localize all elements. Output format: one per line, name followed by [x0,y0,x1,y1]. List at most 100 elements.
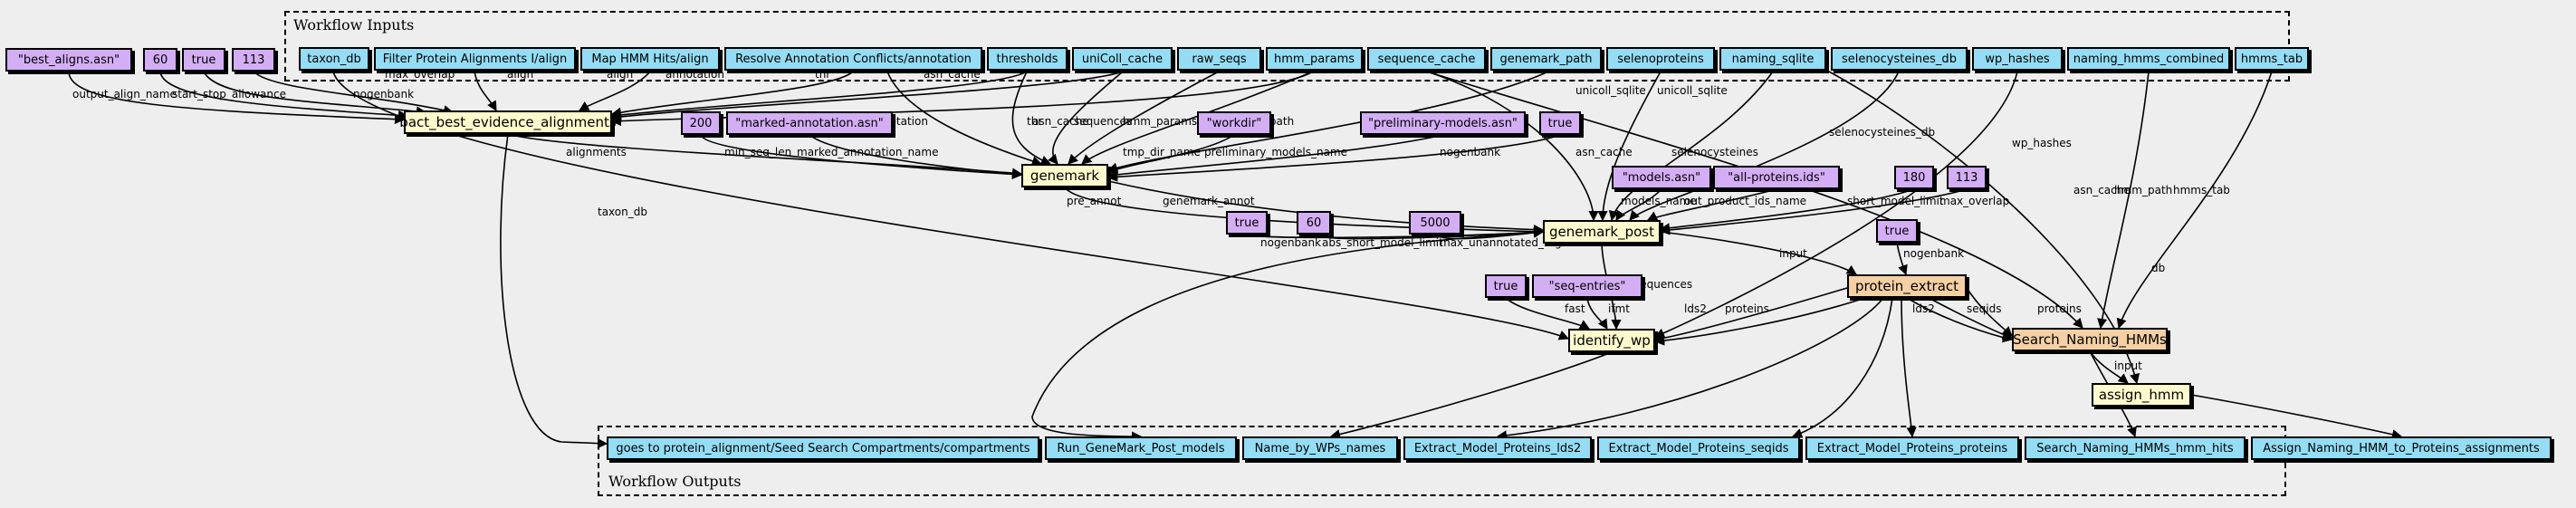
edge [1031,231,1544,442]
edge-label-max-overlap: max_overlap [1939,195,2009,207]
edge [68,71,406,125]
edge-label-out-product-ids-name: out_product_ids_name [1684,195,1806,207]
edge [1048,71,1124,165]
edge-label-hmm-path: hmm_path [2114,184,2172,196]
step-genemark[interactable]: genemark [1021,164,1108,187]
edge [1597,71,1661,222]
param-marked-annotation[interactable]: "marked-annotation.asn" [726,111,893,135]
edge-label-nogenbank: nogenbank [1903,247,1964,260]
param-true-a[interactable]: true [182,48,225,72]
edge-label-sequences: sequences [1074,115,1132,128]
param-models-asn[interactable]: "models.asn" [1612,166,1711,189]
edge-label-tmp-dir-name: tmp_dir_name [1123,146,1201,158]
edge [1011,71,1052,166]
param-true-e[interactable]: true [1485,274,1527,298]
input-selenocysteines-db[interactable]: selenocysteines_db [1831,47,1968,71]
input-thresholds[interactable]: thresholds [987,47,1068,71]
edge [1896,242,1908,276]
edge [1646,188,1777,221]
edge-label-selenocysteines: selenocysteines [1671,146,1758,158]
input-unicoll-cache[interactable]: uniColl_cache [1072,47,1173,71]
input-genemark-path[interactable]: genemark_path [1490,47,1602,71]
edge [2089,350,2129,384]
output-name-by-wps-names[interactable]: Name_by_WPs_names [1242,436,1398,460]
edge [700,134,1023,179]
step-protein-extract[interactable]: protein_extract [1847,274,1967,298]
input-hmm-params[interactable]: hmm_params [1266,47,1363,71]
step-search-naming-hmms[interactable]: Search_Naming_HMMs [2012,328,2168,351]
edge [1106,134,1561,182]
edge [809,134,1023,179]
edge [2097,71,2150,330]
input-naming-hmms-combined[interactable]: naming_hmms_combined [2067,47,2230,71]
step-bact-best-evidence-alignments[interactable]: bact_best_evidence_alignments [399,110,617,134]
edge [1426,71,1599,222]
edge [1660,231,1857,275]
edge [1615,188,1662,221]
param-seq-entries[interactable]: "seq-entries" [1532,274,1642,298]
edge-label-db: db [2151,262,2165,274]
output-run-genemark-post-models[interactable]: Run_GeneMark_Post_models [1045,436,1237,460]
input-resolve-annotation-conflicts[interactable]: Resolve Annotation Conflicts/annotation [724,47,982,71]
edge-label-taxon-db: taxon_db [598,206,647,218]
edge-label-short-model-limit: short_model_limit [1847,195,1944,207]
step-genemark-post[interactable]: genemark_post [1543,220,1661,244]
param-best-aligns[interactable]: "best_aligns.asn" [5,48,132,72]
edge [159,71,409,120]
output-extract-model-proteins-proteins[interactable]: Extract_Model_Proteins_proteins [1805,436,2019,460]
param-true-c[interactable]: true [1226,211,1268,235]
param-60-b[interactable]: 60 [1297,211,1331,235]
edge [1106,134,1235,174]
edge [1659,188,1968,235]
edge [1106,134,1444,180]
param-5000[interactable]: 5000 [1409,211,1461,235]
edge-label-hmms-tab: hmms_tab [2173,184,2230,196]
edge [610,71,1028,120]
output-extract-model-proteins-seqids[interactable]: Extract_Model_Proteins_seqids [1597,436,1800,460]
param-113-b[interactable]: 113 [1947,166,1987,189]
edge-label-nogenbank: nogenbank [1440,146,1500,158]
param-all-proteins-ids[interactable]: "all-proteins.ids" [1713,166,1840,189]
param-preliminary-models[interactable]: "preliminary-models.asn" [1360,111,1526,135]
edge-label-align: align [507,68,533,81]
edge-label-abs-short-model-limit: abs_short_model_limit [1322,236,1443,249]
input-sequence-cache[interactable]: sequence_cache [1367,47,1486,71]
edge [1505,297,1590,330]
step-assign-hmm[interactable]: assign_hmm [2092,383,2191,407]
edge-label-proteins: proteins [2037,302,2082,315]
edge-label-sequences: sequences [1634,278,1692,291]
step-identify-wp[interactable]: identify_wp [1568,329,1655,352]
edge-label-max-overlap: max_overlap [385,68,455,81]
edge [610,71,1124,122]
param-113-a[interactable]: 113 [232,48,275,72]
edge-label-selenocysteines-db: selenocysteines_db [1829,126,1935,139]
input-filter-protein-alignments-align[interactable]: Filter Protein Alignments I/align [374,47,576,71]
output-assign-naming-hmm-assignments[interactable]: Assign_Naming_HMM_to_Proteins_assignment… [2251,436,2552,460]
input-taxon-db[interactable]: taxon_db [299,47,369,71]
param-180[interactable]: 180 [1894,166,1934,189]
input-raw-seqs[interactable]: raw_seqs [1177,47,1261,71]
input-wp-hashes[interactable]: wp_hashes [1972,47,2063,71]
edge-label-fast: fast [1565,302,1585,315]
param-200[interactable]: 200 [681,111,721,135]
edge [500,133,608,449]
input-hmms-tab[interactable]: hmms_tab [2235,47,2309,71]
edge-label-min-seq-len: min_seq_len [724,146,791,158]
edge [1659,188,1915,234]
output-extract-model-proteins-lds2[interactable]: Extract_Model_Proteins_lds2 [1403,436,1592,460]
input-naming-sqlite[interactable]: naming_sqlite [1719,47,1826,71]
edge-label-hmm-params: hmm_params [1123,115,1197,128]
edge [1106,71,1549,173]
input-selenoproteins[interactable]: selenoproteins [1606,47,1715,71]
param-60-a[interactable]: 60 [143,48,177,72]
workflow-inputs-label: Workflow Inputs [293,16,415,34]
param-workdir[interactable]: "workdir" [1197,111,1271,135]
param-true-d[interactable]: true [1876,219,1918,243]
output-search-naming-hmms-hmm-hits[interactable]: Search_Naming_HMMs_hmm_hits [2025,436,2246,460]
output-seed-search-compartments[interactable]: goes to protein_alignment/Seed Search Co… [607,436,1039,460]
edge [1966,287,2013,337]
param-true-b[interactable]: true [1539,111,1581,135]
input-map-hmm-hits-align[interactable]: Map HMM Hits/align [580,47,720,71]
edge-label-preliminary-models-name: preliminary_models_name [1204,146,1347,158]
edge-label-lds2: lds2 [1912,302,1935,315]
